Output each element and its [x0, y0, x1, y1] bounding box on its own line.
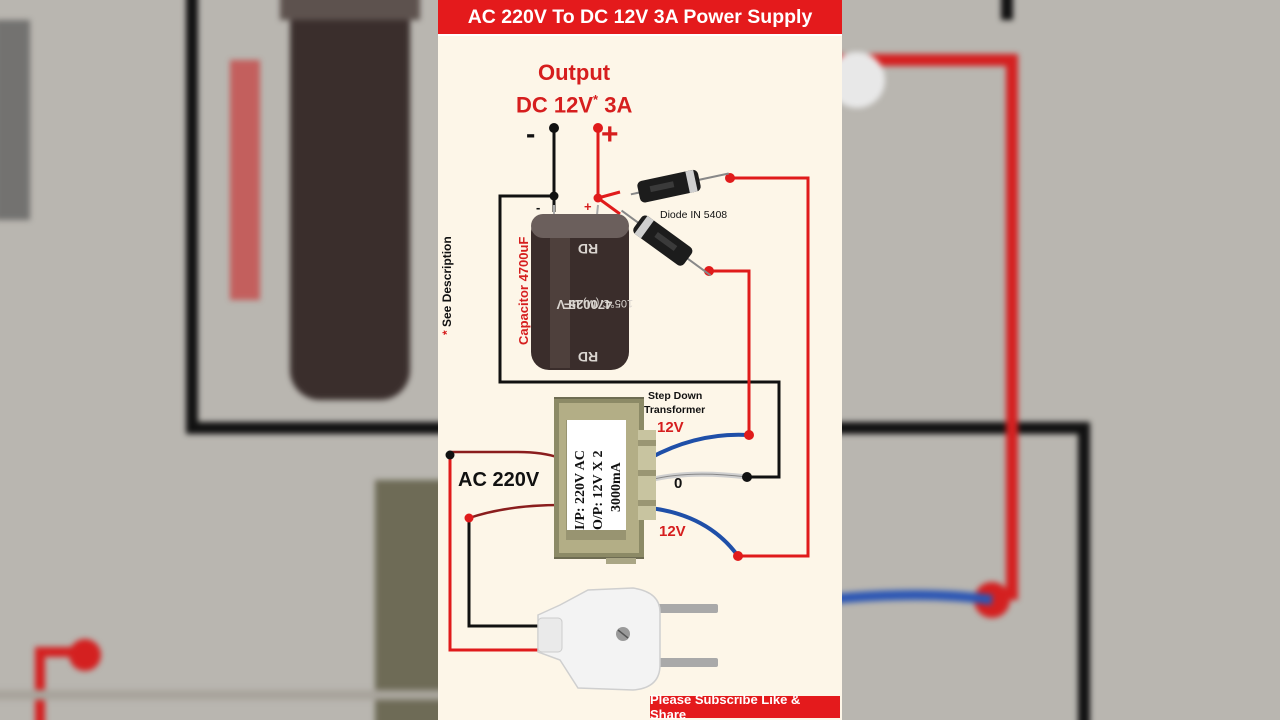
ac-plug — [537, 587, 718, 691]
junction-12v-bottom — [733, 551, 743, 561]
wire-ac-bottom — [468, 503, 561, 520]
svg-text:RD: RD — [578, 349, 598, 365]
junction-center-tap — [742, 472, 752, 482]
wire-ac-left — [448, 455, 543, 652]
output-asterisk: * — [593, 92, 599, 107]
transformer-title-line2: Transformer — [644, 404, 706, 416]
subscribe-banner: Please Subscribe Like & Share — [650, 692, 840, 720]
transformer-spec-current: 3000mA — [609, 462, 624, 512]
capacitor-plus-sign: + — [584, 199, 592, 214]
note-asterisk: * — [440, 330, 454, 335]
note-text: See Description — [440, 236, 454, 331]
junction-diode1 — [725, 173, 735, 183]
wire-ac-top — [448, 450, 561, 460]
diode-1 — [630, 169, 729, 203]
capacitor-4700uf: 4700 uF 105°C (M) 25 V RD RD — [531, 204, 633, 370]
page-title: AC 220V To DC 12V 3A Power Supply — [438, 0, 842, 36]
ac-input-label: AC 220V — [458, 469, 540, 491]
junction-ac-bottom — [464, 513, 474, 523]
capacitor-label: Capacitor 4700uF — [516, 236, 531, 345]
wire-diode2-anode — [709, 269, 751, 435]
output-minus-sign: - — [526, 118, 536, 149]
circuit-drawing: 4700 uF 105°C (M) 25 V RD RD — [445, 123, 810, 691]
junction-cap-negative — [549, 191, 559, 201]
blurred-background-left — [0, 0, 438, 720]
junction-ac-top — [445, 450, 455, 460]
tap-center: 0 — [674, 475, 683, 492]
junction-12v-top — [744, 430, 754, 440]
svg-text:25 V: 25 V — [556, 297, 583, 312]
step-down-transformer — [554, 397, 656, 564]
tap-12v-top: 12V — [657, 419, 684, 436]
transformer-lead-top — [649, 432, 750, 460]
output-label: Output — [538, 60, 611, 85]
wire-diode2-cathode — [597, 196, 621, 216]
blurred-background-right — [842, 0, 1280, 720]
output-voltage: DC 12V* 3A — [516, 92, 632, 118]
svg-text:4700 uF: 4700 uF — [564, 297, 612, 312]
see-description-note: * See Description — [440, 236, 454, 335]
junction-cap-positive — [593, 193, 603, 203]
tap-12v-bottom: 12V — [659, 523, 686, 540]
output-current-value: 3A — [598, 92, 633, 118]
transformer-spec-input: I/P: 220V AC — [573, 450, 588, 530]
wire-plug-black — [467, 518, 543, 628]
transformer-title-line1: Step Down — [648, 390, 703, 402]
diode-2 — [620, 209, 712, 277]
svg-text:RD: RD — [578, 241, 598, 257]
svg-text:105°C (M): 105°C (M) — [583, 297, 633, 309]
transformer-lead-center-edge — [649, 473, 748, 481]
terminal-negative — [549, 123, 559, 133]
blurred-left-art — [0, 0, 438, 720]
capacitor-minus-sign: - — [536, 200, 541, 215]
terminal-positive — [593, 123, 603, 133]
blurred-right-art — [842, 0, 1090, 720]
circuit-diagram: 4700 uF 105°C (M) 25 V RD RD — [438, 0, 842, 720]
output-plus-sign: + — [601, 118, 619, 151]
output-voltage-value: DC 12V — [516, 92, 594, 118]
wire-diode1-anode — [730, 176, 810, 558]
transformer-lead-bottom — [649, 506, 740, 558]
transformer-spec-output: O/P: 12V X 2 — [591, 450, 606, 530]
diode-label: Diode IN 5408 — [660, 209, 728, 221]
